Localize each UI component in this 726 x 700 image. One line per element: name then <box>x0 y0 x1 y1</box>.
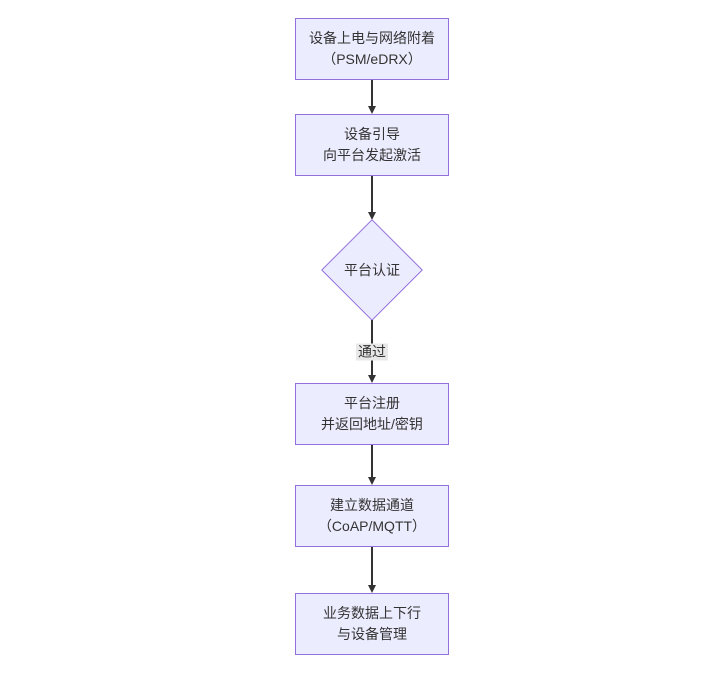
node-text-line: 平台注册 <box>344 395 400 411</box>
node-text-line: 并返回地址/密钥 <box>321 416 423 432</box>
flow-node-business: 业务数据上下行 与设备管理 <box>295 593 449 655</box>
node-text-line: 设备上电与网络附着 <box>309 30 435 46</box>
flow-node-power-attach: 设备上电与网络附着 （PSM/eDRX） <box>295 18 449 80</box>
arrowhead-down-icon <box>368 212 376 220</box>
node-text-line: （CoAP/MQTT） <box>317 518 427 534</box>
arrow-line <box>371 80 373 107</box>
arrow-connector-2 <box>295 176 449 220</box>
node-text-line: 向平台发起激活 <box>323 147 421 163</box>
flowchart-column: 设备上电与网络附着 （PSM/eDRX） 设备引导 向平台发起激活 平台认证 通… <box>295 18 449 655</box>
arrow-connector-3: 通过 <box>295 320 449 383</box>
arrow-line <box>371 176 373 213</box>
arrow-line <box>371 547 373 586</box>
flow-node-channel: 建立数据通道 （CoAP/MQTT） <box>295 485 449 547</box>
arrowhead-down-icon <box>368 375 376 383</box>
node-text-line: （PSM/eDRX） <box>322 51 422 67</box>
node-text-line: 设备引导 <box>344 126 400 142</box>
node-text-line: 平台认证 <box>344 262 400 278</box>
arrowhead-down-icon <box>368 585 376 593</box>
node-text-line: 业务数据上下行 <box>323 605 421 621</box>
arrow-connector-5 <box>295 547 449 593</box>
flow-node-register: 平台注册 并返回地址/密钥 <box>295 383 449 445</box>
node-text-line: 建立数据通道 <box>330 497 414 513</box>
arrow-line <box>371 445 373 478</box>
arrow-connector-1 <box>295 80 449 114</box>
edge-label-pass: 通过 <box>356 343 388 360</box>
arrowhead-down-icon <box>368 106 376 114</box>
flow-node-bootstrap: 设备引导 向平台发起激活 <box>295 114 449 176</box>
arrow-connector-4 <box>295 445 449 485</box>
arrowhead-down-icon <box>368 477 376 485</box>
flow-node-decision-auth: 平台认证 <box>321 219 423 321</box>
node-text-line: 与设备管理 <box>337 626 407 642</box>
